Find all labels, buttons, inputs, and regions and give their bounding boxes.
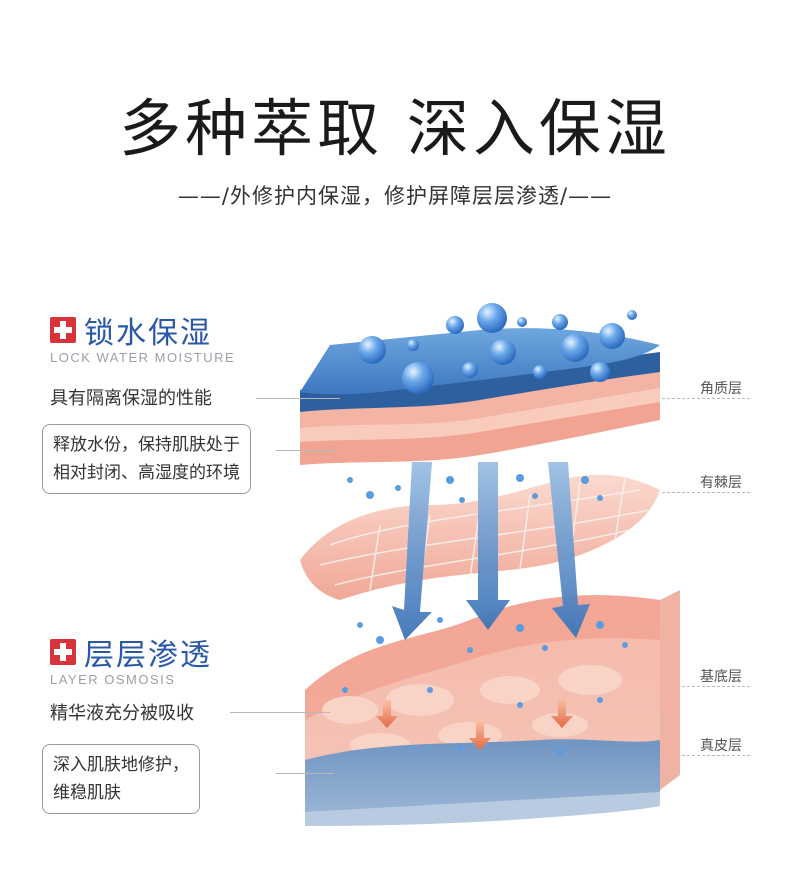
blue-arrows — [392, 462, 590, 640]
dashed-line — [682, 686, 750, 687]
lock-water-point-2-line-1: 释放水份，保持肌肤处于 — [53, 435, 240, 455]
label-stratum-corneum: 角质层 — [700, 381, 742, 397]
page-subtitle: ——/外修护内保湿，修护屏障层层渗透/—— — [177, 184, 613, 208]
dashed-line — [662, 398, 750, 399]
red-arrows — [376, 698, 573, 750]
layer-osmosis-point-2-line-2: 维稳肌肤 — [53, 783, 121, 803]
layer-osmosis-point-2-line-1: 深入肌肤地修护， — [53, 755, 189, 775]
dashed-line — [682, 755, 750, 756]
layer-osmosis-point-1: 精华液充分被吸收 — [50, 703, 194, 724]
leader-line — [230, 712, 330, 713]
page-title: 多种萃取 深入保湿 — [119, 92, 671, 165]
water-bubbles — [358, 303, 637, 394]
lock-water-point-2-line-2: 相对封闭、高湿度的环境 — [53, 463, 240, 483]
layer-osmosis-subtitle: LAYER OSMOSIS — [50, 672, 176, 687]
label-spinous-layer: 有棘层 — [700, 475, 742, 491]
layer-osmosis-point-2: 深入肌肤地修护， 维稳肌肤 — [42, 744, 200, 814]
lock-water-title: 锁水保湿 — [84, 316, 212, 351]
leader-line — [276, 773, 334, 774]
stratum-corneum-sheet — [300, 328, 660, 465]
leader-line — [256, 398, 340, 399]
lock-water-point-2: 释放水份，保持肌肤处于 相对封闭、高湿度的环境 — [42, 424, 251, 494]
label-dermis: 真皮层 — [700, 738, 742, 754]
layer-osmosis-title: 层层渗透 — [84, 638, 212, 673]
leader-line — [276, 450, 336, 451]
layer-osmosis-heading: 层层渗透 — [50, 630, 212, 674]
label-basal-layer: 基底层 — [700, 669, 742, 685]
lock-water-heading: 锁水保湿 — [50, 308, 212, 352]
lock-water-point-1: 具有隔离保湿的性能 — [50, 388, 212, 409]
lock-water-subtitle: LOCK WATER MOISTURE — [50, 350, 236, 365]
red-cross-icon — [50, 639, 76, 665]
dashed-line — [662, 492, 750, 493]
red-cross-icon — [50, 317, 76, 343]
skin-block — [305, 590, 680, 826]
small-droplets — [342, 474, 628, 755]
